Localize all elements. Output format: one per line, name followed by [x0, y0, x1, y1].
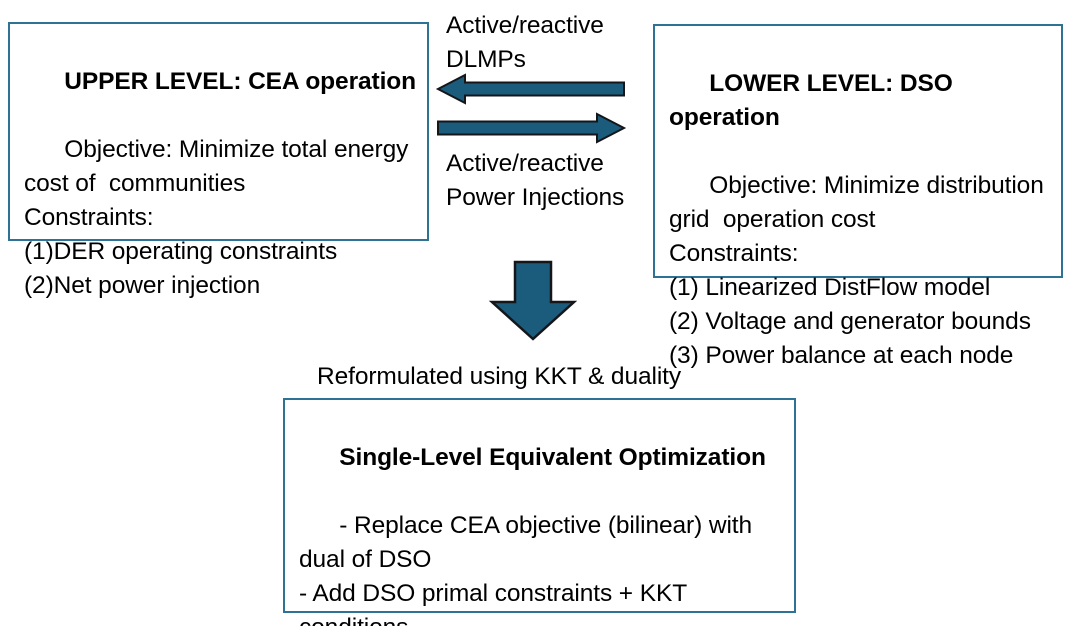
upper-level-cea-box: UPPER LEVEL: CEA operation Objective: Mi… [8, 22, 429, 299]
single-level-equivalent-title: Single-Level Equivalent Optimization [339, 444, 766, 471]
lower-level-dso-title: LOWER LEVEL: DSO operation [669, 70, 960, 131]
power-injections-arrow-right-icon [437, 112, 627, 144]
dlmps-label: Active/reactive DLMPs [446, 12, 604, 73]
reformulation-arrow-down-icon [488, 260, 578, 341]
lower-level-dso-box: LOWER LEVEL: DSO operation Objective: Mi… [653, 24, 1063, 369]
single-level-equivalent-body: - Replace CEA objective (bilinear) with … [299, 512, 753, 626]
upper-level-cea-body: Objective: Minimize total energy cost of… [24, 136, 409, 299]
upper-level-cea-title: UPPER LEVEL: CEA operation [64, 68, 417, 95]
dlmps-arrow-left-icon [435, 73, 625, 105]
lower-level-dso-text: LOWER LEVEL: DSO operation Objective: Mi… [669, 33, 1065, 407]
power-injections-label: Active/reactive Power Injections [446, 150, 625, 211]
upper-level-cea-text: UPPER LEVEL: CEA operation Objective: Mi… [24, 31, 429, 337]
single-level-equivalent-box: Single-Level Equivalent Optimization - R… [283, 398, 796, 626]
single-level-equivalent-text: Single-Level Equivalent Optimization - R… [299, 407, 799, 626]
reformulated-caption: Reformulated using KKT & duality [317, 363, 682, 390]
lower-level-dso-body: Objective: Minimize distribution grid op… [669, 172, 1044, 369]
